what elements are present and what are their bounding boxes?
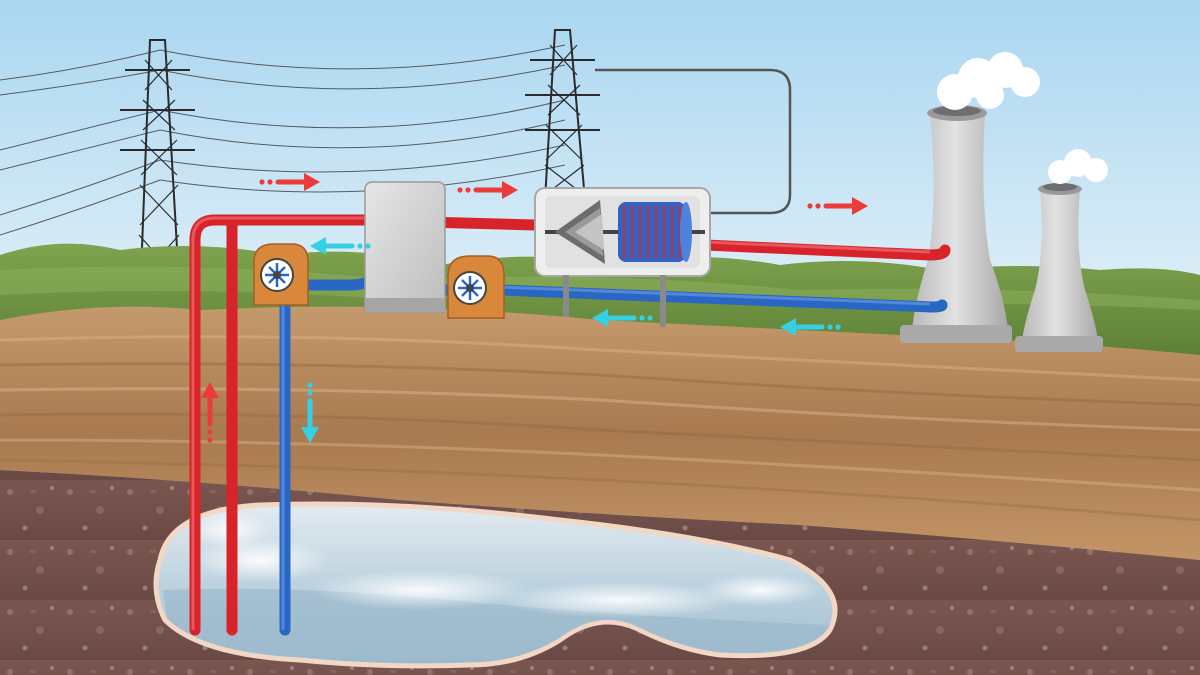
cooling-tower-large-steam [937, 52, 1040, 110]
turbine-icon [555, 200, 605, 264]
soil-layer [0, 306, 1200, 560]
reservoir-water [163, 588, 830, 663]
cold-flow-top-arrow [310, 237, 371, 255]
generator-icon [618, 202, 692, 262]
hot-flow-top-right-arrow [807, 197, 868, 215]
power-tower-center [525, 29, 600, 201]
heat-exchanger [364, 181, 446, 313]
turbine-generator [534, 187, 711, 327]
reservoir-steam [190, 512, 820, 618]
hot-pipes-highlight [191, 216, 931, 630]
cold-flow-right-arrow [780, 318, 841, 336]
cold-flow-mid-arrow [592, 309, 653, 327]
hot-flow-top-left-arrow [259, 173, 320, 191]
cooling-tower-small [1015, 183, 1103, 352]
cold-flow-down-arrow [301, 382, 319, 443]
hot-flow-top-center-arrow [457, 181, 518, 199]
hot-flow-up-arrow [201, 382, 219, 443]
cooling-tower-large [900, 105, 1012, 343]
pump-right [447, 255, 505, 319]
pump-left [253, 243, 309, 306]
cooling-tower-small-steam [1048, 149, 1108, 184]
flow-arrows [201, 173, 868, 443]
generator-wire [595, 68, 792, 215]
cold-pipes-highlight [281, 285, 931, 630]
power-lines [0, 44, 566, 236]
turbine-supports [563, 275, 666, 327]
